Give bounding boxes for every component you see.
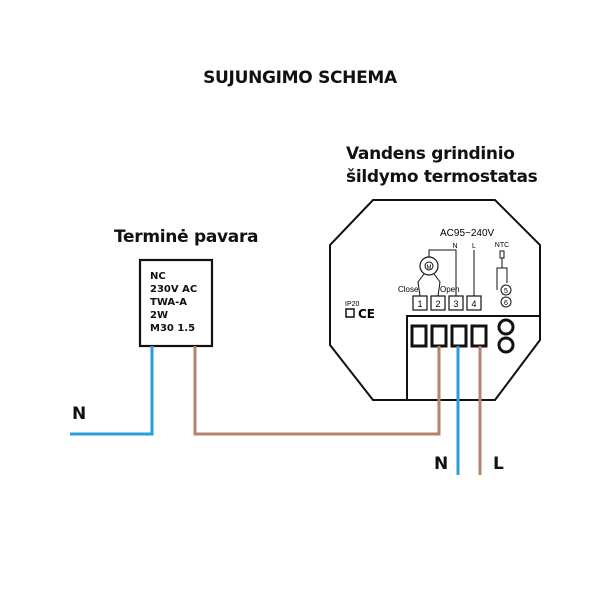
actuator-spec-voltage: 230V AC: [150, 284, 198, 295]
actuator-spec-nc: NC: [150, 271, 166, 282]
ntc-screw-5: [497, 318, 515, 336]
terminal-screws: [410, 318, 515, 354]
small-terminals: 1 2 3 4: [412, 295, 482, 311]
ntc-sensor: 5 6: [496, 250, 512, 308]
actuator-live-wire: [193, 346, 441, 436]
ntc-screw-6: [497, 336, 515, 354]
thermostat-title-line1: Vandens grindinio: [346, 144, 515, 164]
terminal-n-label: N: [452, 243, 457, 250]
actuator-spec-power: 2W: [150, 310, 168, 321]
ip-rating: IP20: [345, 301, 360, 308]
double-insulation-icon: [345, 308, 355, 318]
terminal-label-1: 1: [417, 299, 422, 309]
screw-terminal-1: [410, 324, 428, 348]
actuator-title: Terminė pavara: [114, 227, 259, 247]
actuator-specs: NC 230V AC TWA-A 2W M30 1.5: [150, 270, 197, 335]
close-label: Close: [398, 285, 419, 294]
terminal-label-3: 3: [453, 299, 458, 309]
open-label: Open: [440, 285, 460, 294]
screw-terminal-2: [430, 324, 448, 348]
ntc-terminal-6: 6: [504, 300, 508, 307]
diagram-title: SUJUNGIMO SCHEMA: [203, 68, 397, 88]
supply-live-label: L: [493, 454, 504, 474]
motor-label: M: [427, 265, 432, 271]
terminal-label-4: 4: [471, 299, 476, 309]
thermostat-title: Vandens grindinio šildymo termostatas: [346, 143, 538, 189]
screw-terminal-3: [450, 324, 468, 348]
actuator-spec-thread: M30 1.5: [150, 323, 196, 334]
thermostat-title-line2: šildymo termostatas: [346, 167, 538, 187]
voltage-label: AC95~240V: [440, 228, 495, 239]
terminal-l-label: L: [472, 243, 476, 250]
thermostat-housing: [329, 199, 541, 401]
screw-terminal-4: [470, 324, 488, 348]
ce-mark: CE: [358, 307, 375, 321]
left-neutral-label: N: [72, 404, 87, 424]
motor-symbol: M: [417, 249, 475, 297]
actuator-spec-model: TWA-A: [150, 297, 188, 308]
terminal-label-2: 2: [435, 299, 440, 309]
actuator-neutral-wire: [70, 346, 154, 436]
ntc-label: NTC: [495, 242, 509, 249]
ntc-terminal-5: 5: [504, 288, 508, 295]
supply-neutral-label: N: [434, 454, 449, 474]
actuator-box: [138, 258, 214, 348]
